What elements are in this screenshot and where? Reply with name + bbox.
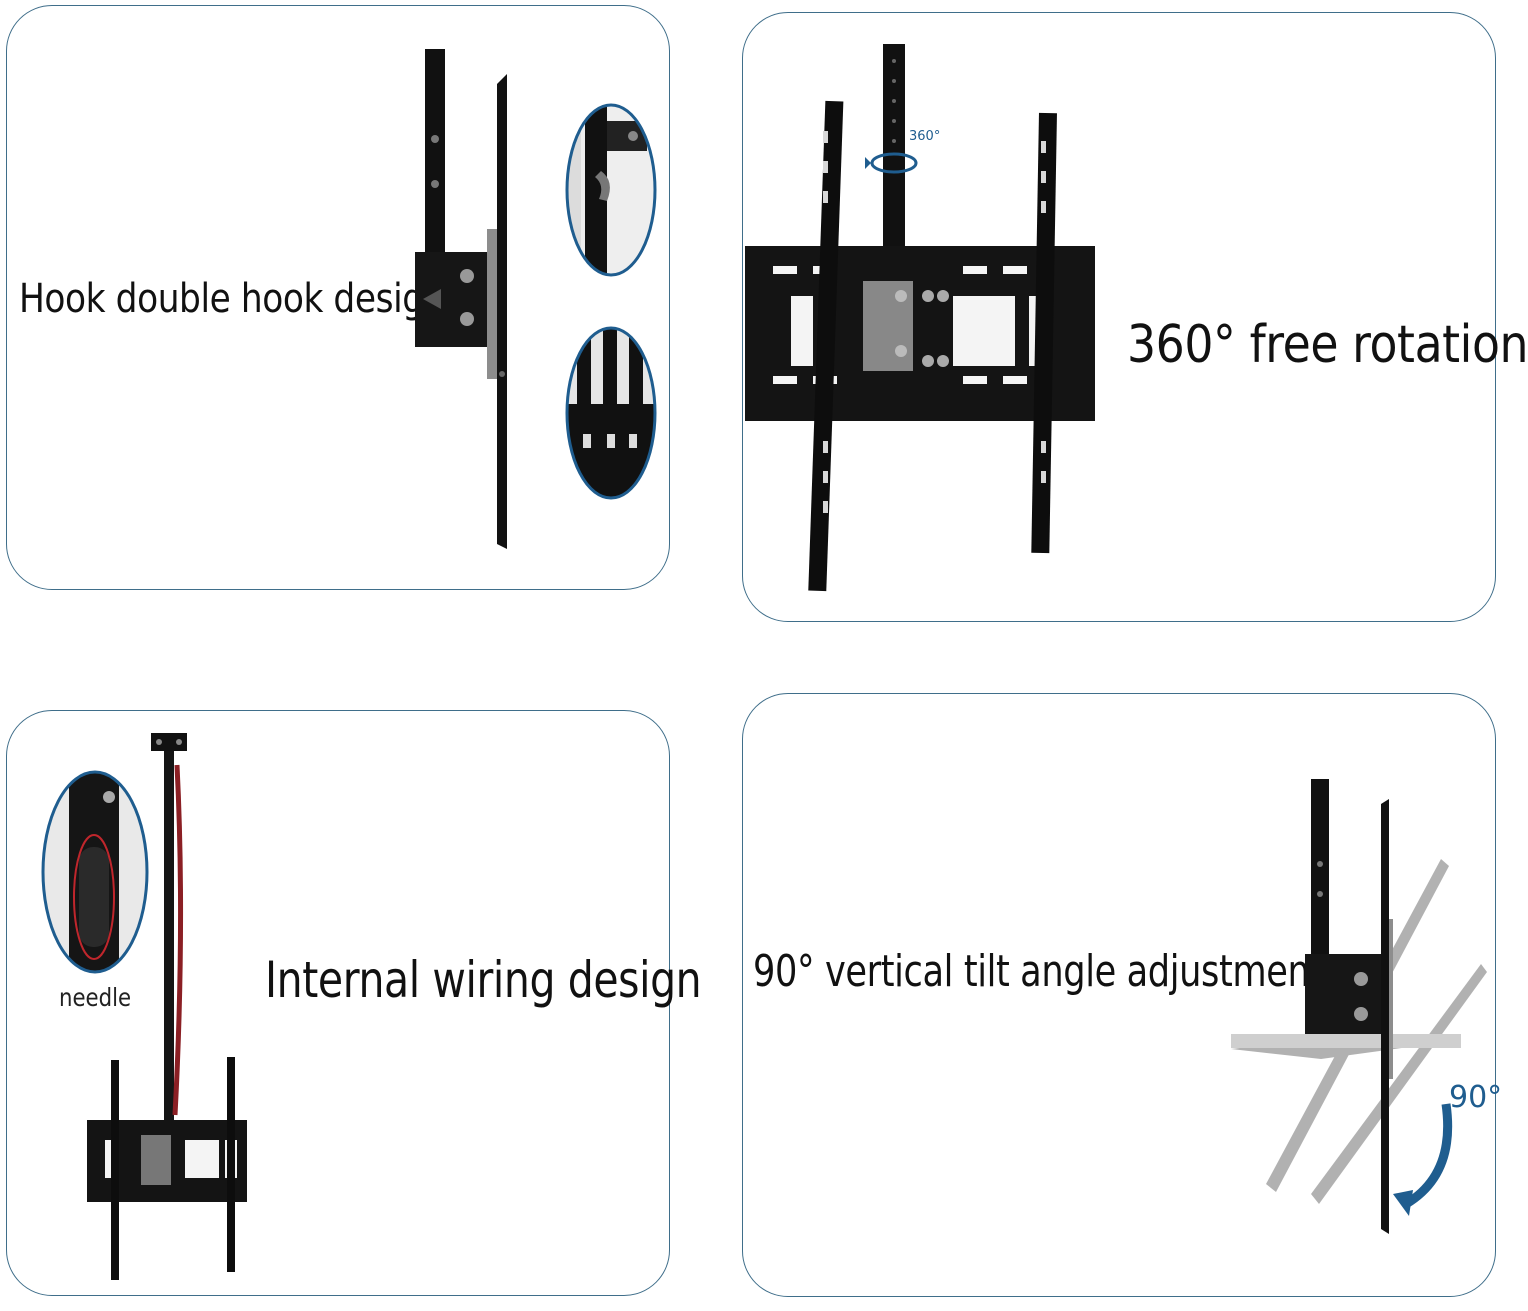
tilt-panel: 90° vertical tilt angle adjustment 90° (742, 693, 1502, 1297)
tilt-angle-label: 90° (1449, 1080, 1503, 1115)
hook-design-caption: Hook double hook design (19, 276, 445, 322)
tilt-bracket-side-view (1231, 779, 1487, 1234)
wiring-caption: Internal wiring design (265, 951, 702, 1009)
tv-bracket-front-view (745, 44, 1095, 592)
hook-design-panel: Hook double hook design (6, 5, 670, 590)
rotation-caption: 360° free rotation (1127, 315, 1528, 375)
needle-label: needle (59, 983, 132, 1012)
rotation-panel: 360° free rotation (742, 12, 1528, 622)
needle-detail-inset (41, 770, 149, 974)
hook-detail-inset-bottom (565, 326, 657, 500)
hook-detail-inset-top (565, 103, 657, 277)
ceiling-mount-wiring-view (87, 733, 247, 1280)
ceiling-mount-side-view (415, 49, 507, 549)
tilt-caption: 90° vertical tilt angle adjustment (753, 946, 1323, 997)
rotation-badge: 360° (909, 129, 941, 144)
wiring-panel: Internal wiring design needle (6, 710, 702, 1296)
